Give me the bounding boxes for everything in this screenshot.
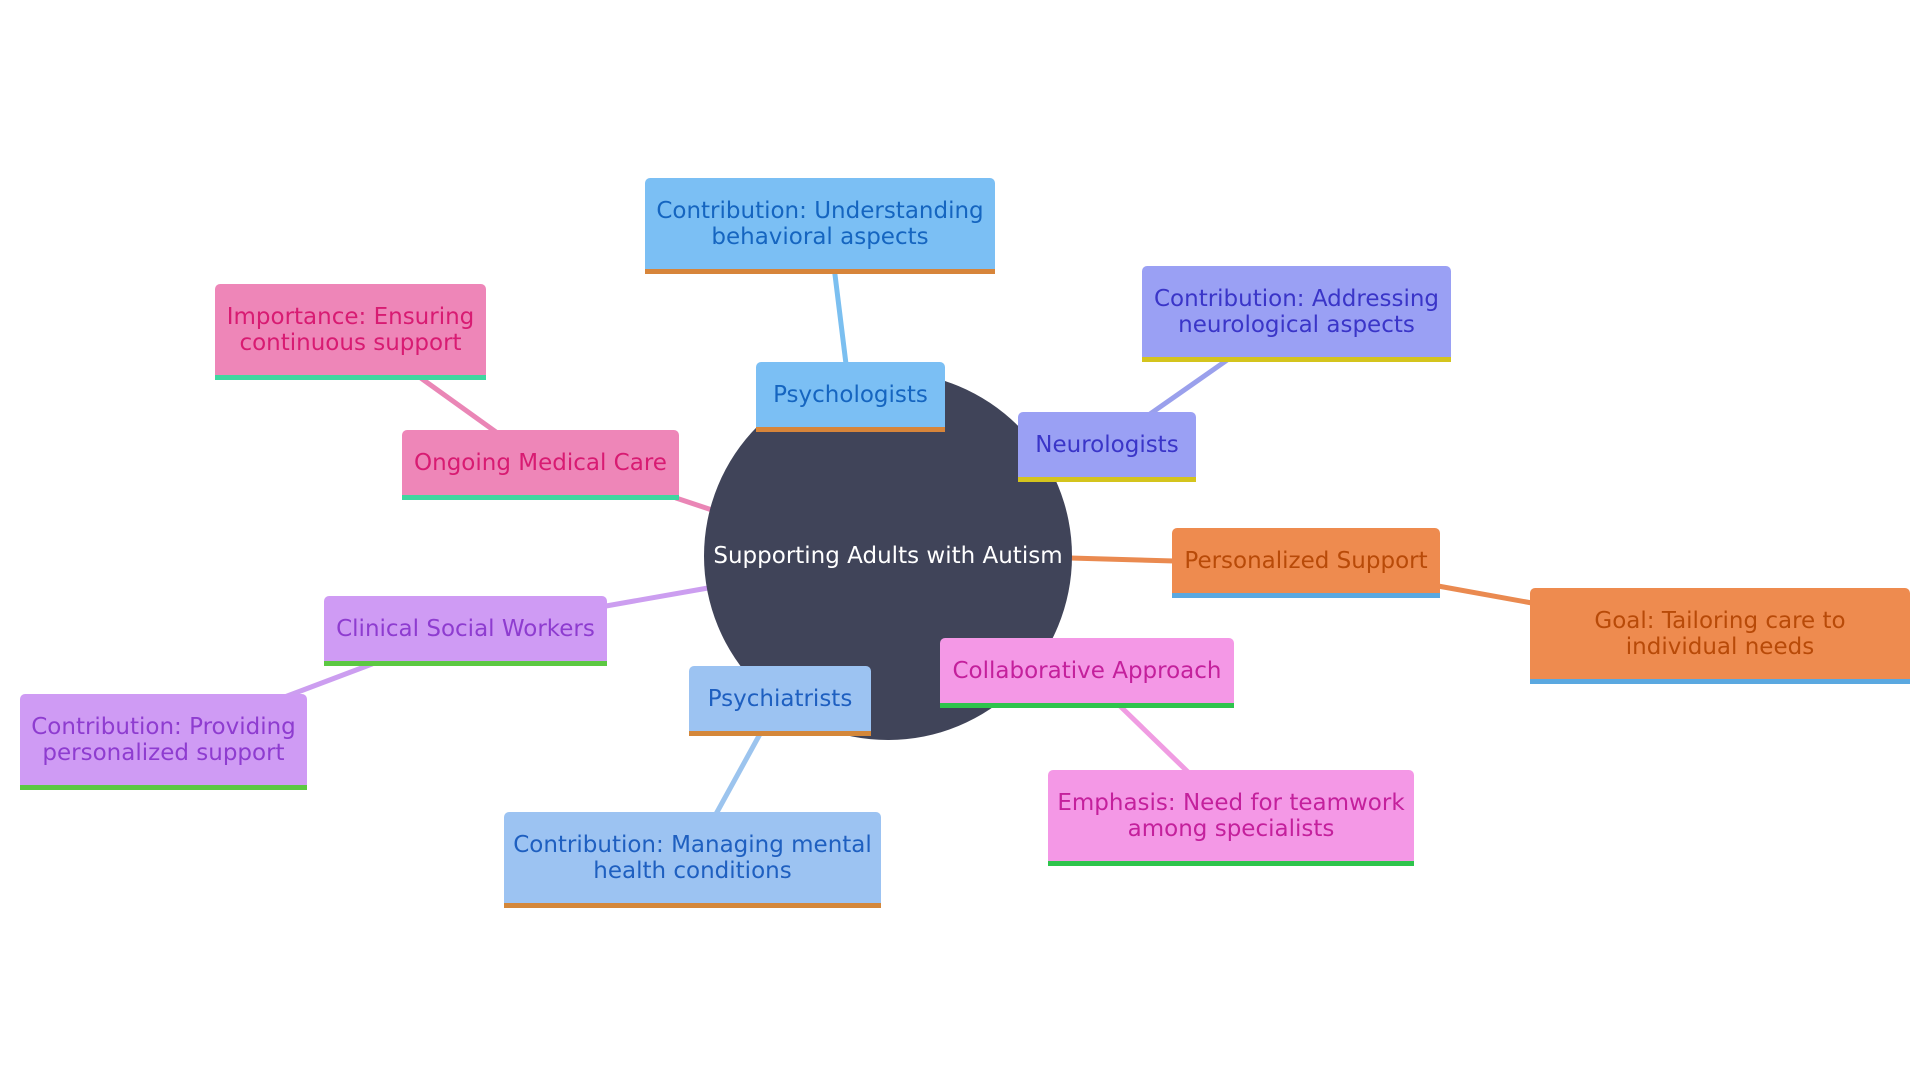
- node-personalized-support-goal[interactable]: Goal: Tailoring care to individual needs: [1530, 588, 1910, 684]
- node-collaborative-approach-emphasis[interactable]: Emphasis: Need for teamwork among specia…: [1048, 770, 1414, 866]
- edge-personalized-detail: [1435, 583, 1535, 606]
- node-clinical-social-workers-contribution-label: Contribution: Providing personalized sup…: [31, 713, 296, 766]
- edge-center-social: [603, 585, 711, 609]
- node-collaborative-approach-emphasis-label: Emphasis: Need for teamwork among specia…: [1057, 789, 1405, 842]
- node-psychiatrists-contribution[interactable]: Contribution: Managing mental health con…: [504, 812, 881, 908]
- edge-neurologists-detail: [1147, 355, 1233, 417]
- node-personalized-support-goal-label: Goal: Tailoring care to individual needs: [1594, 607, 1846, 660]
- edge-social-detail: [279, 661, 375, 701]
- node-ongoing-medical-care-importance-label: Importance: Ensuring continuous support: [226, 303, 475, 356]
- edge-psychiatrists-detail: [713, 731, 763, 817]
- node-collaborative-approach-label: Collaborative Approach: [952, 657, 1222, 684]
- node-clinical-social-workers-label: Clinical Social Workers: [336, 615, 595, 642]
- node-personalized-support-label: Personalized Support: [1184, 547, 1428, 574]
- node-neurologists-label: Neurologists: [1035, 431, 1179, 458]
- node-ongoing-medical-care-label: Ongoing Medical Care: [414, 449, 667, 476]
- center-label: Supporting Adults with Autism: [713, 543, 1063, 569]
- node-psychologists-contribution-label: Contribution: Understanding behavioral a…: [656, 197, 984, 250]
- edge-center-ongoing: [673, 495, 715, 513]
- node-psychiatrists[interactable]: Psychiatrists: [689, 666, 871, 736]
- node-clinical-social-workers-contribution[interactable]: Contribution: Providing personalized sup…: [20, 694, 307, 790]
- node-neurologists-contribution-label: Contribution: Addressing neurological as…: [1153, 285, 1440, 338]
- edge-ongoing-detail: [415, 373, 499, 435]
- node-psychiatrists-label: Psychiatrists: [707, 685, 853, 712]
- node-ongoing-medical-care-importance[interactable]: Importance: Ensuring continuous support: [215, 284, 486, 380]
- node-psychologists[interactable]: Psychologists: [756, 362, 945, 432]
- node-psychologists-contribution[interactable]: Contribution: Understanding behavioral a…: [645, 178, 995, 274]
- node-ongoing-medical-care[interactable]: Ongoing Medical Care: [402, 430, 679, 500]
- node-psychiatrists-contribution-label: Contribution: Managing mental health con…: [513, 831, 872, 884]
- edge-center-personalized: [1067, 555, 1177, 564]
- node-neurologists-contribution[interactable]: Contribution: Addressing neurological as…: [1142, 266, 1451, 362]
- node-personalized-support[interactable]: Personalized Support: [1172, 528, 1440, 598]
- node-neurologists[interactable]: Neurologists: [1018, 412, 1196, 482]
- node-collaborative-approach[interactable]: Collaborative Approach: [940, 638, 1234, 708]
- node-clinical-social-workers[interactable]: Clinical Social Workers: [324, 596, 607, 666]
- node-psychologists-label: Psychologists: [773, 381, 928, 408]
- edge-collaborative-detail: [1117, 703, 1191, 775]
